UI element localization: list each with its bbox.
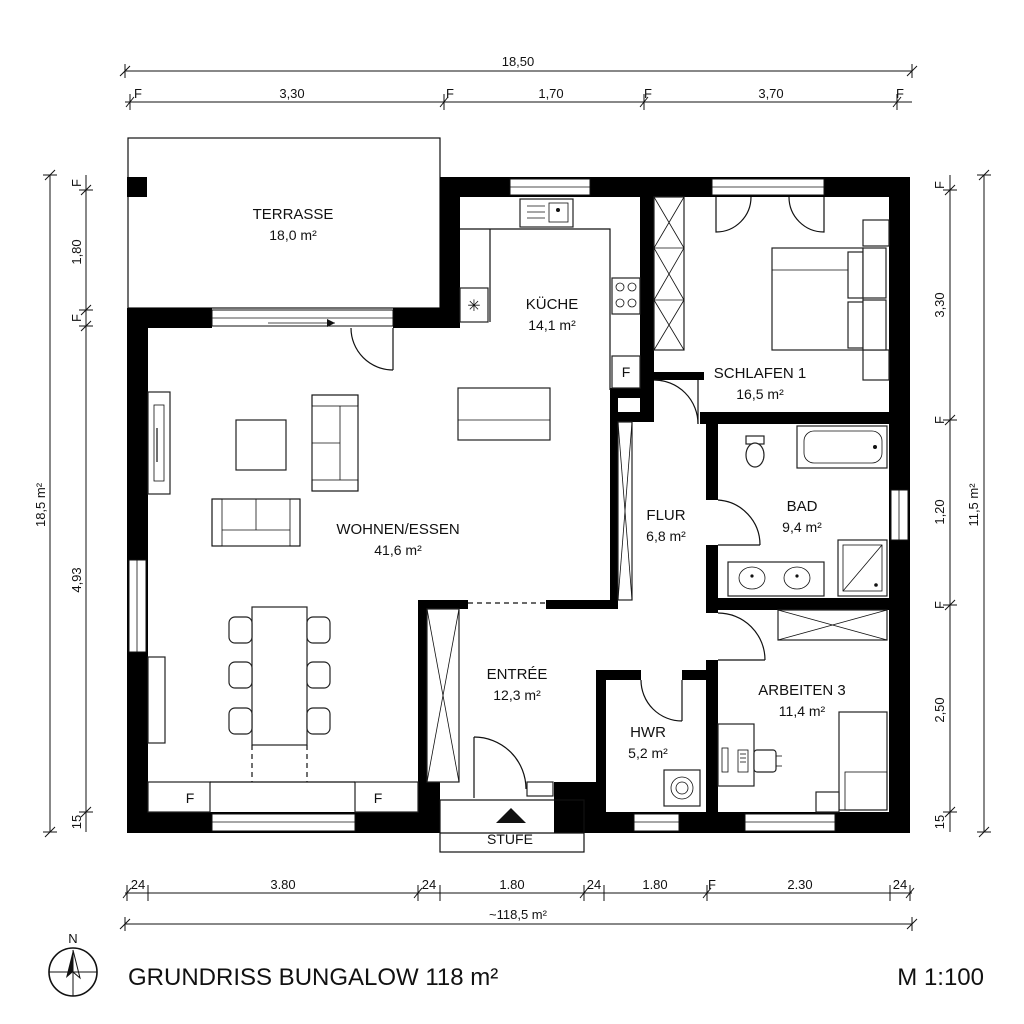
room-hwr-name: HWR (630, 724, 666, 741)
office-furniture (717, 609, 888, 813)
bath-fixtures (727, 425, 888, 597)
dim-bottom-seg-1: 24 (131, 877, 145, 892)
kitchen-fixtures: ✳ (457, 198, 641, 441)
windows (128, 178, 909, 832)
room-hwr-area: 5,2 m² (628, 745, 668, 761)
entry-step (439, 799, 585, 853)
dim-right-f-1: F (932, 181, 947, 189)
doors (251, 196, 825, 798)
dim-left-seg-2: 4,93 (69, 567, 84, 592)
dim-right-f-2: F (932, 416, 947, 424)
room-bad-name: BAD (787, 498, 818, 515)
dim-right-seg-2: 1,20 (932, 499, 947, 524)
north-arrow-icon (48, 947, 98, 997)
dim-bottom-seg-7: F (708, 877, 716, 892)
room-arbeiten-area: 11,4 m² (779, 703, 826, 719)
room-flur-area: 6,8 m² (646, 528, 686, 544)
left-dimension-lines (43, 169, 93, 838)
dim-left-f-2: F (69, 314, 84, 322)
dim-right-seg-4: 15 (932, 815, 947, 829)
living-f-label-2: F (374, 790, 383, 806)
dim-top-seg-1: 3,30 (279, 86, 304, 101)
step-label: STUFE (487, 831, 533, 847)
dim-top-f-1: F (134, 86, 142, 101)
living-furniture (147, 391, 419, 813)
kitchen-f-label: F (622, 364, 631, 380)
dim-top-f-4: F (896, 86, 904, 101)
room-terrasse-name: TERRASSE (253, 206, 334, 223)
drawing-title: GRUNDRISS BUNGALOW 118 m² (128, 964, 498, 991)
bedroom-furniture (771, 219, 890, 381)
dim-bottom-seg-6: 1.80 (642, 877, 667, 892)
hwr-fixtures (663, 769, 701, 807)
room-terrasse-area: 18,0 m² (269, 227, 317, 243)
dim-bottom-seg-5: 24 (587, 877, 601, 892)
entree-wardrobe (426, 608, 554, 797)
living-f-label-1: F (186, 790, 195, 806)
dim-left-seg-3: 15 (69, 815, 84, 829)
dim-left-seg-1: 1,80 (69, 239, 84, 264)
room-kueche-area: 14,1 m² (528, 317, 576, 333)
dim-top-f-3: F (644, 86, 652, 101)
north-label: N (68, 931, 77, 946)
tall-cabinets (653, 196, 685, 351)
room-flur-name: FLUR (646, 507, 685, 524)
dim-top-seg-3: 3,70 (758, 86, 783, 101)
dim-top-f-2: F (446, 86, 454, 101)
dim-left-f-1: F (69, 179, 84, 187)
dim-bottom-seg-9: 24 (893, 877, 907, 892)
terrace (127, 137, 441, 309)
dim-right-seg-1: 3,30 (932, 292, 947, 317)
dim-left-outer: 18,5 m² (33, 482, 48, 527)
dim-bottom-total: ~118,5 m² (489, 907, 548, 922)
dim-right-f-3: F (932, 601, 947, 609)
bottom-dimension-lines (119, 885, 918, 931)
room-wohnen-name: WOHNEN/ESSEN (336, 521, 459, 538)
top-dimension-lines (119, 64, 918, 110)
room-wohnen-area: 41,6 m² (374, 542, 422, 558)
dim-top-total: 18,50 (502, 54, 535, 69)
dim-right-seg-3: 2,50 (932, 697, 947, 722)
dim-bottom-seg-4: 1.80 (499, 877, 524, 892)
drawing-scale: M 1:100 (897, 964, 984, 991)
dim-bottom-seg-8: 2.30 (787, 877, 812, 892)
room-kueche-name: KÜCHE (526, 295, 579, 313)
fan-icon: ✳ (467, 298, 480, 315)
room-schlafen-name: SCHLAFEN 1 (714, 365, 807, 382)
room-entree-name: ENTRÉE (487, 666, 548, 683)
dim-right-outer: 11,5 m² (966, 483, 981, 527)
dim-bottom-seg-2: 3.80 (270, 877, 295, 892)
room-arbeiten-name: ARBEITEN 3 (758, 682, 846, 699)
room-bad-area: 9,4 m² (782, 519, 822, 535)
dim-bottom-seg-3: 24 (422, 877, 436, 892)
dim-top-seg-2: 1,70 (538, 86, 563, 101)
room-entree-area: 12,3 m² (493, 687, 541, 703)
room-schlafen-area: 16,5 m² (736, 386, 784, 402)
flur-wardrobe (617, 421, 633, 601)
right-dimension-lines (943, 169, 991, 838)
